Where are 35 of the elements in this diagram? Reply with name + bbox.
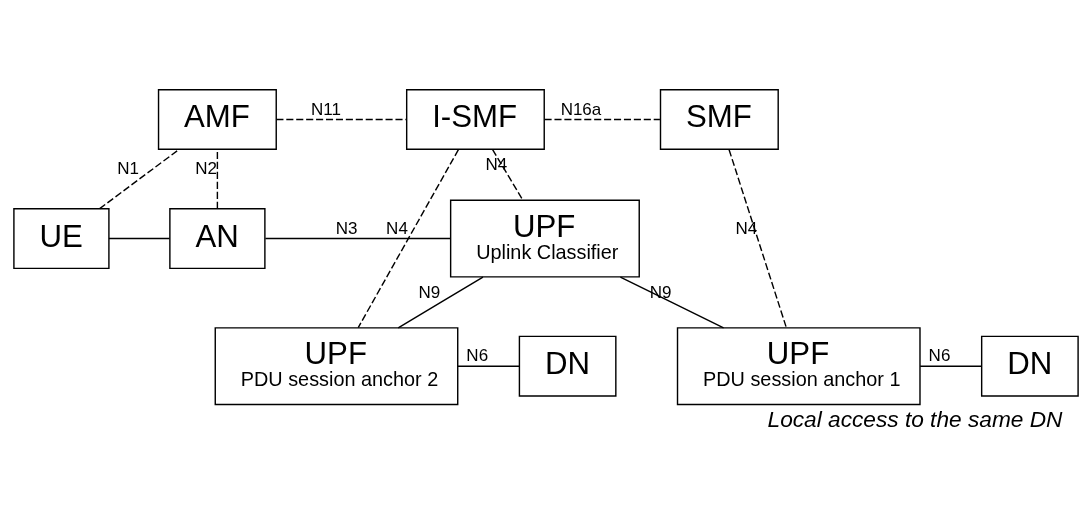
edge-label: N4 bbox=[735, 218, 758, 238]
connector bbox=[108, 237, 171, 240]
caption: Local access to the same DN bbox=[767, 405, 1063, 432]
edge-label: N2 bbox=[195, 159, 217, 179]
node-box: UPF Uplink Classifier bbox=[449, 199, 640, 278]
connector bbox=[99, 148, 180, 210]
edge-label: N3 bbox=[335, 218, 358, 238]
edge-label: N6 bbox=[466, 346, 489, 366]
edge-label: N4 bbox=[386, 218, 408, 238]
connector bbox=[457, 365, 520, 367]
edge-label: N9 bbox=[418, 282, 441, 302]
connector bbox=[275, 118, 408, 121]
connector bbox=[543, 118, 661, 121]
edge-label: N1 bbox=[117, 159, 139, 179]
connector bbox=[357, 149, 460, 329]
connector bbox=[491, 148, 524, 201]
node-box: AMF bbox=[157, 88, 277, 150]
edge-label: N11 bbox=[310, 99, 341, 119]
node-box: UPF PDU session anchor 2 bbox=[214, 327, 459, 406]
edge-label: N6 bbox=[928, 346, 951, 366]
node-box: DN bbox=[518, 335, 617, 397]
connector bbox=[728, 149, 788, 329]
node-box: I-SMF bbox=[405, 88, 545, 150]
edge-label: N16a bbox=[560, 99, 602, 119]
node-box: DN bbox=[980, 335, 1079, 397]
connector bbox=[264, 237, 452, 240]
node-box: AN bbox=[169, 208, 266, 270]
edge-label: N9 bbox=[649, 282, 672, 302]
connector bbox=[397, 276, 484, 329]
node-box: SMF bbox=[659, 88, 779, 150]
node-box: UE bbox=[13, 208, 110, 270]
connector bbox=[919, 365, 983, 367]
edge-label: N4 bbox=[485, 154, 508, 174]
node-box: UPF PDU session anchor 1 bbox=[676, 327, 921, 406]
connector bbox=[619, 276, 725, 329]
